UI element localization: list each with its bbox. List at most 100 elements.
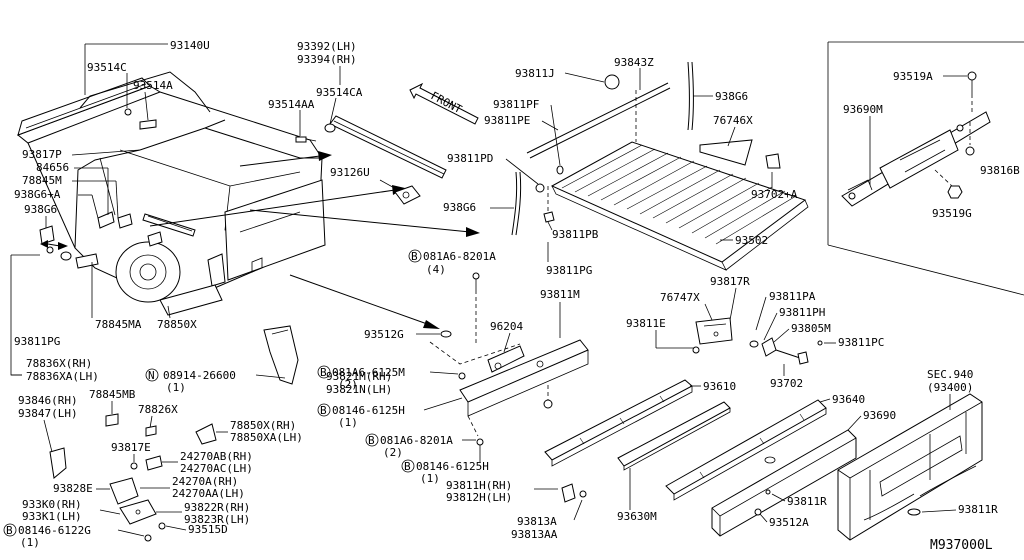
label-93392: 93392(LH) (297, 40, 357, 53)
label-93811E: 93811E (626, 317, 666, 330)
label-93512G: 93512G (364, 328, 404, 341)
label-24270AB: 24270AB(RH) (180, 450, 253, 463)
label-933K1: 933K1(LH) (22, 510, 82, 523)
label-93813AA: 93813AA (511, 528, 558, 541)
bolt-93519A (967, 71, 977, 112)
label-938G6-center: 938G6 (443, 201, 476, 214)
label-08146-6125H-b: 08146-6125H (416, 460, 489, 473)
truck-illustration (16, 71, 480, 329)
label-08146-6122G: 08146-6122G (18, 524, 91, 537)
label-93843Z: 93843Z (614, 56, 654, 69)
label-93816B: 93816B (980, 164, 1020, 177)
bolt-symbol-6: B (6, 524, 13, 537)
label-081A6-8201A-top: 081A6-8201A (423, 250, 496, 263)
nut-93519G (934, 169, 963, 199)
label-93502: 93502 (735, 234, 768, 247)
label-96204: 96204 (490, 320, 523, 333)
label-24270A: 24270A(RH) (172, 475, 238, 488)
label-93811PA: 93811PA (769, 290, 816, 303)
label-78826X: 78826X (138, 403, 178, 416)
label-93817E: 93817E (111, 441, 151, 454)
label-qty-1c: (1) (420, 472, 440, 485)
sill-93630M: 93630M (617, 401, 731, 523)
label-93519A: 93519A (893, 70, 933, 83)
truck-labels: 93140U 93514C 93514A 93817P 84656 78845M… (10, 39, 210, 383)
label-93519G: 93519G (932, 207, 972, 220)
label-938G6-left: 938G6 (24, 203, 57, 216)
label-qty-1a: (1) (166, 381, 186, 394)
label-938G6-right: 938G6 (715, 90, 748, 103)
label-081A6-8201A-bottom: 081A6-8201A (380, 434, 453, 447)
label-93811PB: 93811PB (552, 228, 599, 241)
label-933K0: 933K0(RH) (22, 498, 82, 511)
label-93690M: 93690M (843, 103, 883, 116)
right-center-parts: 76747X 93817R 93811E 93811PA 93811PH 938… (626, 275, 884, 390)
label-78836XA: 78836XA(LH) (26, 370, 99, 383)
label-78836X: 78836X(RH) (26, 357, 92, 370)
sill-93640: 93640 (665, 393, 865, 501)
label-93847: 93847(LH) (18, 407, 78, 420)
label-93811M: 93811M (540, 288, 580, 301)
front-arrow: FRONT (409, 82, 479, 125)
label-qty-1b: (1) (338, 416, 358, 429)
label-78850X: 78850X (157, 318, 197, 331)
bed-rail-93392: 93392(LH) 93394(RH) 93514CA 93514AA 9312… (268, 40, 447, 205)
bolt-symbol-4: B (368, 434, 375, 447)
label-93813A: 93813A (517, 515, 557, 528)
bracket-93690M (841, 111, 991, 207)
label-84656: 84656 (36, 161, 69, 174)
label-93823R: 93823R(LH) (184, 513, 250, 526)
label-93828E: 93828E (53, 482, 93, 495)
diagram-id: M937000L (930, 538, 993, 553)
label-93394: 93394(RH) (297, 53, 357, 66)
label-qty-1d: (1) (20, 536, 40, 549)
label-93811J: 93811J (515, 67, 555, 80)
label-93690: 93690 (863, 409, 896, 422)
label-93811H: 93811H(RH) (446, 479, 512, 492)
label-08914: 08914-26600 (163, 369, 236, 382)
label-93514A: 93514A (133, 79, 173, 92)
label-081A6-6125M: 081A6-6125M (332, 366, 405, 379)
tailgate-sec940: SEC.940 (93400) 93811R (837, 368, 998, 541)
label-93630M: 93630M (617, 510, 657, 523)
bracket-93811H: 93811H(RH) 93812H(LH) 93813A 93813AA (446, 479, 587, 541)
label-78845MA: 78845MA (95, 318, 142, 331)
label-93640: 93640 (832, 393, 865, 406)
label-qty-2b: (2) (383, 446, 403, 459)
nut-symbol-1: N (148, 369, 155, 382)
front-label: FRONT (429, 89, 465, 116)
label-93811R-a: 93811R (787, 495, 827, 508)
label-78845MB: 78845MB (89, 388, 136, 401)
label-93811PD: 93811PD (447, 152, 493, 165)
bed-floor-93502: 93811J 93843Z 938G6 93811PF 93811PE 7674… (443, 56, 809, 271)
label-93140U: 93140U (170, 39, 210, 52)
label-08146-6125H-a: 08146-6125H (332, 404, 405, 417)
label-93821N: 93821N(LH) (326, 383, 392, 396)
label-78850XA: 78850XA(LH) (230, 431, 303, 444)
label-93817P: 93817P (22, 148, 62, 161)
label-93811PC: 93811PC (838, 336, 884, 349)
label-93702: 93702 (770, 377, 803, 390)
label-93811PG-left: 93811PG (14, 335, 60, 348)
label-24270AC: 24270AC(LH) (180, 462, 253, 475)
label-93811PG-mid: 93811PG (546, 264, 592, 277)
label-93514AA: 93514AA (268, 98, 315, 111)
label-93821M: 93821M(RH) (326, 370, 392, 383)
label-93400: (93400) (927, 381, 973, 394)
label-93610: 93610 (703, 380, 736, 393)
label-93817R: 93817R (710, 275, 750, 288)
panel-93690: 93690 93811R 93512A (711, 409, 896, 537)
bolt-callouts: B 081A6-8201A (4) 93811PG 93811M 93512G … (145, 242, 592, 485)
label-76747X: 76747X (660, 291, 700, 304)
inset-box: 93519A 93690M 93816B 93519G (827, 41, 1024, 296)
label-93822R: 93822R(RH) (184, 501, 250, 514)
label-93702A: 93702+A (751, 188, 798, 201)
lower-left-parts: 93846(RH) 93847(LH) 78845MB 78826X 78850… (3, 388, 303, 549)
label-93514CA: 93514CA (316, 86, 363, 99)
label-qty-2a: (2) (338, 378, 358, 391)
label-78845M: 78845M (22, 174, 62, 187)
label-93811PH: 93811PH (779, 306, 825, 319)
sill-93610: 93610 (544, 379, 736, 467)
label-93512A: 93512A (769, 516, 809, 529)
